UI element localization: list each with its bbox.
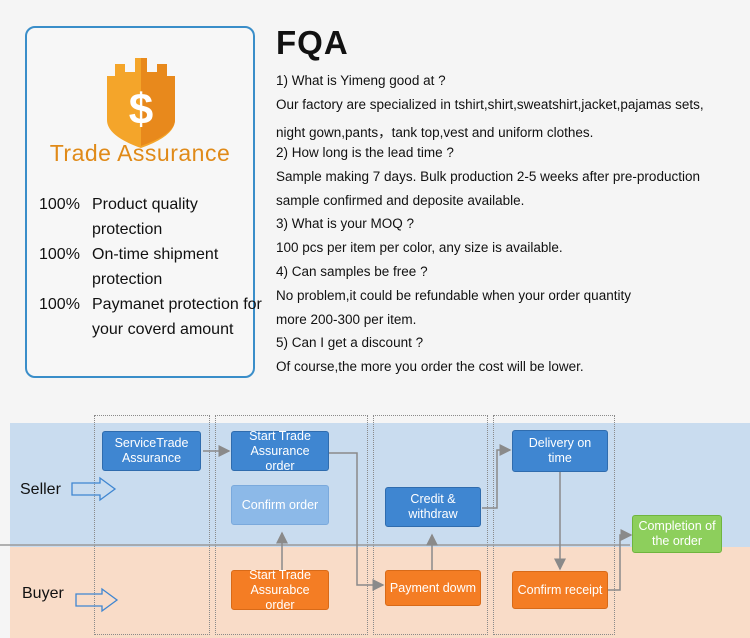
faq-question-2: 2) How long is the lead time ? [276, 145, 454, 160]
trade-assurance-card: $ Trade Assurance 100% Product quality p… [25, 26, 262, 378]
step-confirm-receipt: Confirm receipt [512, 571, 608, 609]
connector-receipt-to-completion [608, 529, 633, 591]
faq-title: FQA [276, 24, 349, 61]
svg-text:$: $ [129, 85, 153, 134]
step-completion-of-order: Completion of the order [632, 515, 722, 553]
buyer-lane [10, 547, 750, 638]
seller-label: Seller [20, 481, 61, 498]
protection-text: Paymanet protection for your coverd amou… [92, 296, 262, 338]
connector-start-to-payment [329, 452, 385, 591]
protection-percent: 100% [39, 196, 80, 213]
faq-question-3: 3) What is your MOQ ? [276, 216, 415, 231]
connector-credit-to-delivery [482, 444, 512, 509]
protection-percent: 100% [39, 246, 80, 263]
trade-assurance-flow-diagram: Seller Buyer ServiceTrade Assurance Star… [0, 405, 750, 638]
flow-column-1 [94, 415, 210, 635]
buyer-label: Buyer [22, 585, 64, 602]
trade-assurance-title: Trade Assurance [49, 140, 231, 166]
flow-column-4 [493, 415, 615, 635]
faq-answer-1-line-1: Our factory are specialized in tshirt,sh… [276, 97, 704, 112]
faq-answer-2-line-2: sample confirmed and deposite available. [276, 193, 525, 208]
faq-question-1: 1) What is Yimeng good at ? [276, 73, 446, 88]
step-delivery-on-time: Delivery on time [512, 430, 608, 472]
faq-answer-4-line-1: No problem,it could be refundable when y… [276, 288, 631, 303]
protection-text: On-time shipment protection [92, 246, 219, 288]
step-start-trade-seller: Start Trade Assurance order [231, 429, 329, 473]
flow-column-3 [373, 415, 488, 635]
step-start-trade-buyer: Start Trade Assurabce order [231, 568, 329, 612]
step-service-trade-assurance: ServiceTrade Assurance [102, 431, 201, 471]
buyer-arrow-icon [75, 587, 119, 613]
faq-question-4: 4) Can samples be free ? [276, 264, 428, 279]
faq-answer-3: 100 pcs per item per color, any size is … [276, 240, 563, 255]
protection-text: Product quality protection [92, 196, 198, 238]
faq-answer-5: Of course,the more you order the cost wi… [276, 359, 584, 374]
flow-column-2 [215, 415, 368, 635]
flow-connectors [0, 444, 633, 613]
faq-question-5: 5) Can I get a discount ? [276, 335, 424, 350]
step-payment-down: Payment dowm [385, 570, 481, 606]
protection-percent: 100% [39, 296, 80, 313]
step-credit-withdraw: Credit & withdraw [385, 487, 481, 527]
faq-answer-2-line-1: Sample making 7 days. Bulk production 2-… [276, 169, 700, 184]
trade-assurance-shield-icon: $ [107, 58, 175, 148]
step-confirm-order: Confirm order [231, 485, 329, 525]
faq-answer-4-line-2: more 200-300 per item. [276, 312, 417, 327]
faq-answer-1-line-2: night gown,pants，tank top,vest and unifo… [276, 125, 594, 140]
seller-arrow-icon [71, 476, 117, 502]
